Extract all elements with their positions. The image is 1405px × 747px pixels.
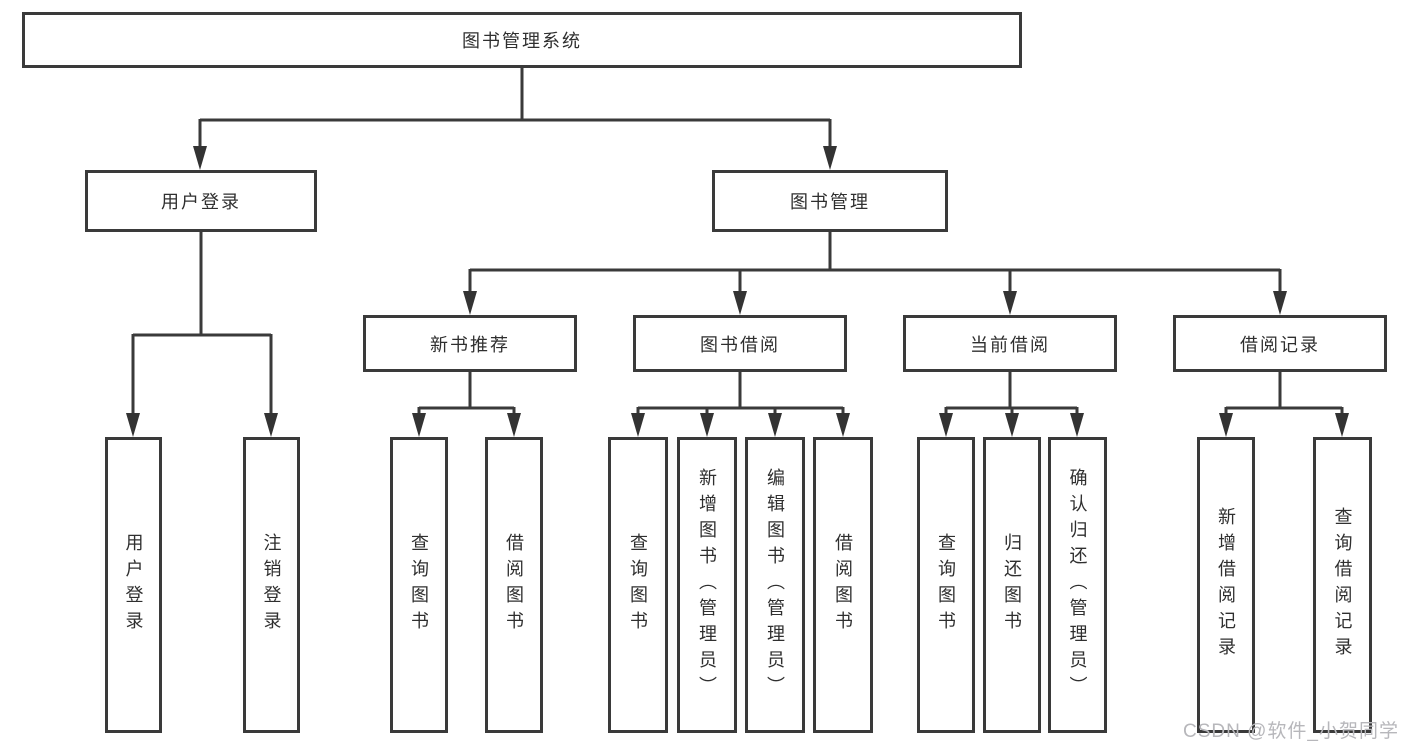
leaf-query-borrow-record: 查询借阅记录 <box>1313 437 1372 733</box>
node-user-login-branch: 用户登录 <box>85 170 317 232</box>
leaf-return-book: 归还图书 <box>983 437 1041 733</box>
csdn-watermark: CSDN @软件_小贺同学 <box>1183 721 1399 742</box>
leaf-logout: 注销登录 <box>243 437 300 733</box>
leaf-user-login: 用户登录 <box>105 437 162 733</box>
leaf-add-borrow-record: 新增借阅记录 <box>1197 437 1255 733</box>
node-book-borrowing: 图书借阅 <box>633 315 847 372</box>
leaf-current-query-book: 查询图书 <box>917 437 975 733</box>
leaf-edit-book-admin: 编辑图书（管理员） <box>745 437 805 733</box>
node-book-management-branch: 图书管理 <box>712 170 948 232</box>
leaf-recommend-query-book: 查询图书 <box>390 437 448 733</box>
node-current-borrowing: 当前借阅 <box>903 315 1117 372</box>
leaf-confirm-return-admin: 确认归还（管理员） <box>1048 437 1107 733</box>
leaf-recommend-borrow-book: 借阅图书 <box>485 437 543 733</box>
leaf-borrowing-borrow-book: 借阅图书 <box>813 437 873 733</box>
node-new-book-recommend: 新书推荐 <box>363 315 577 372</box>
leaf-add-book-admin: 新增图书（管理员） <box>677 437 737 733</box>
node-borrow-records: 借阅记录 <box>1173 315 1387 372</box>
leaf-borrowing-query-book: 查询图书 <box>608 437 668 733</box>
node-root-system: 图书管理系统 <box>22 12 1022 68</box>
